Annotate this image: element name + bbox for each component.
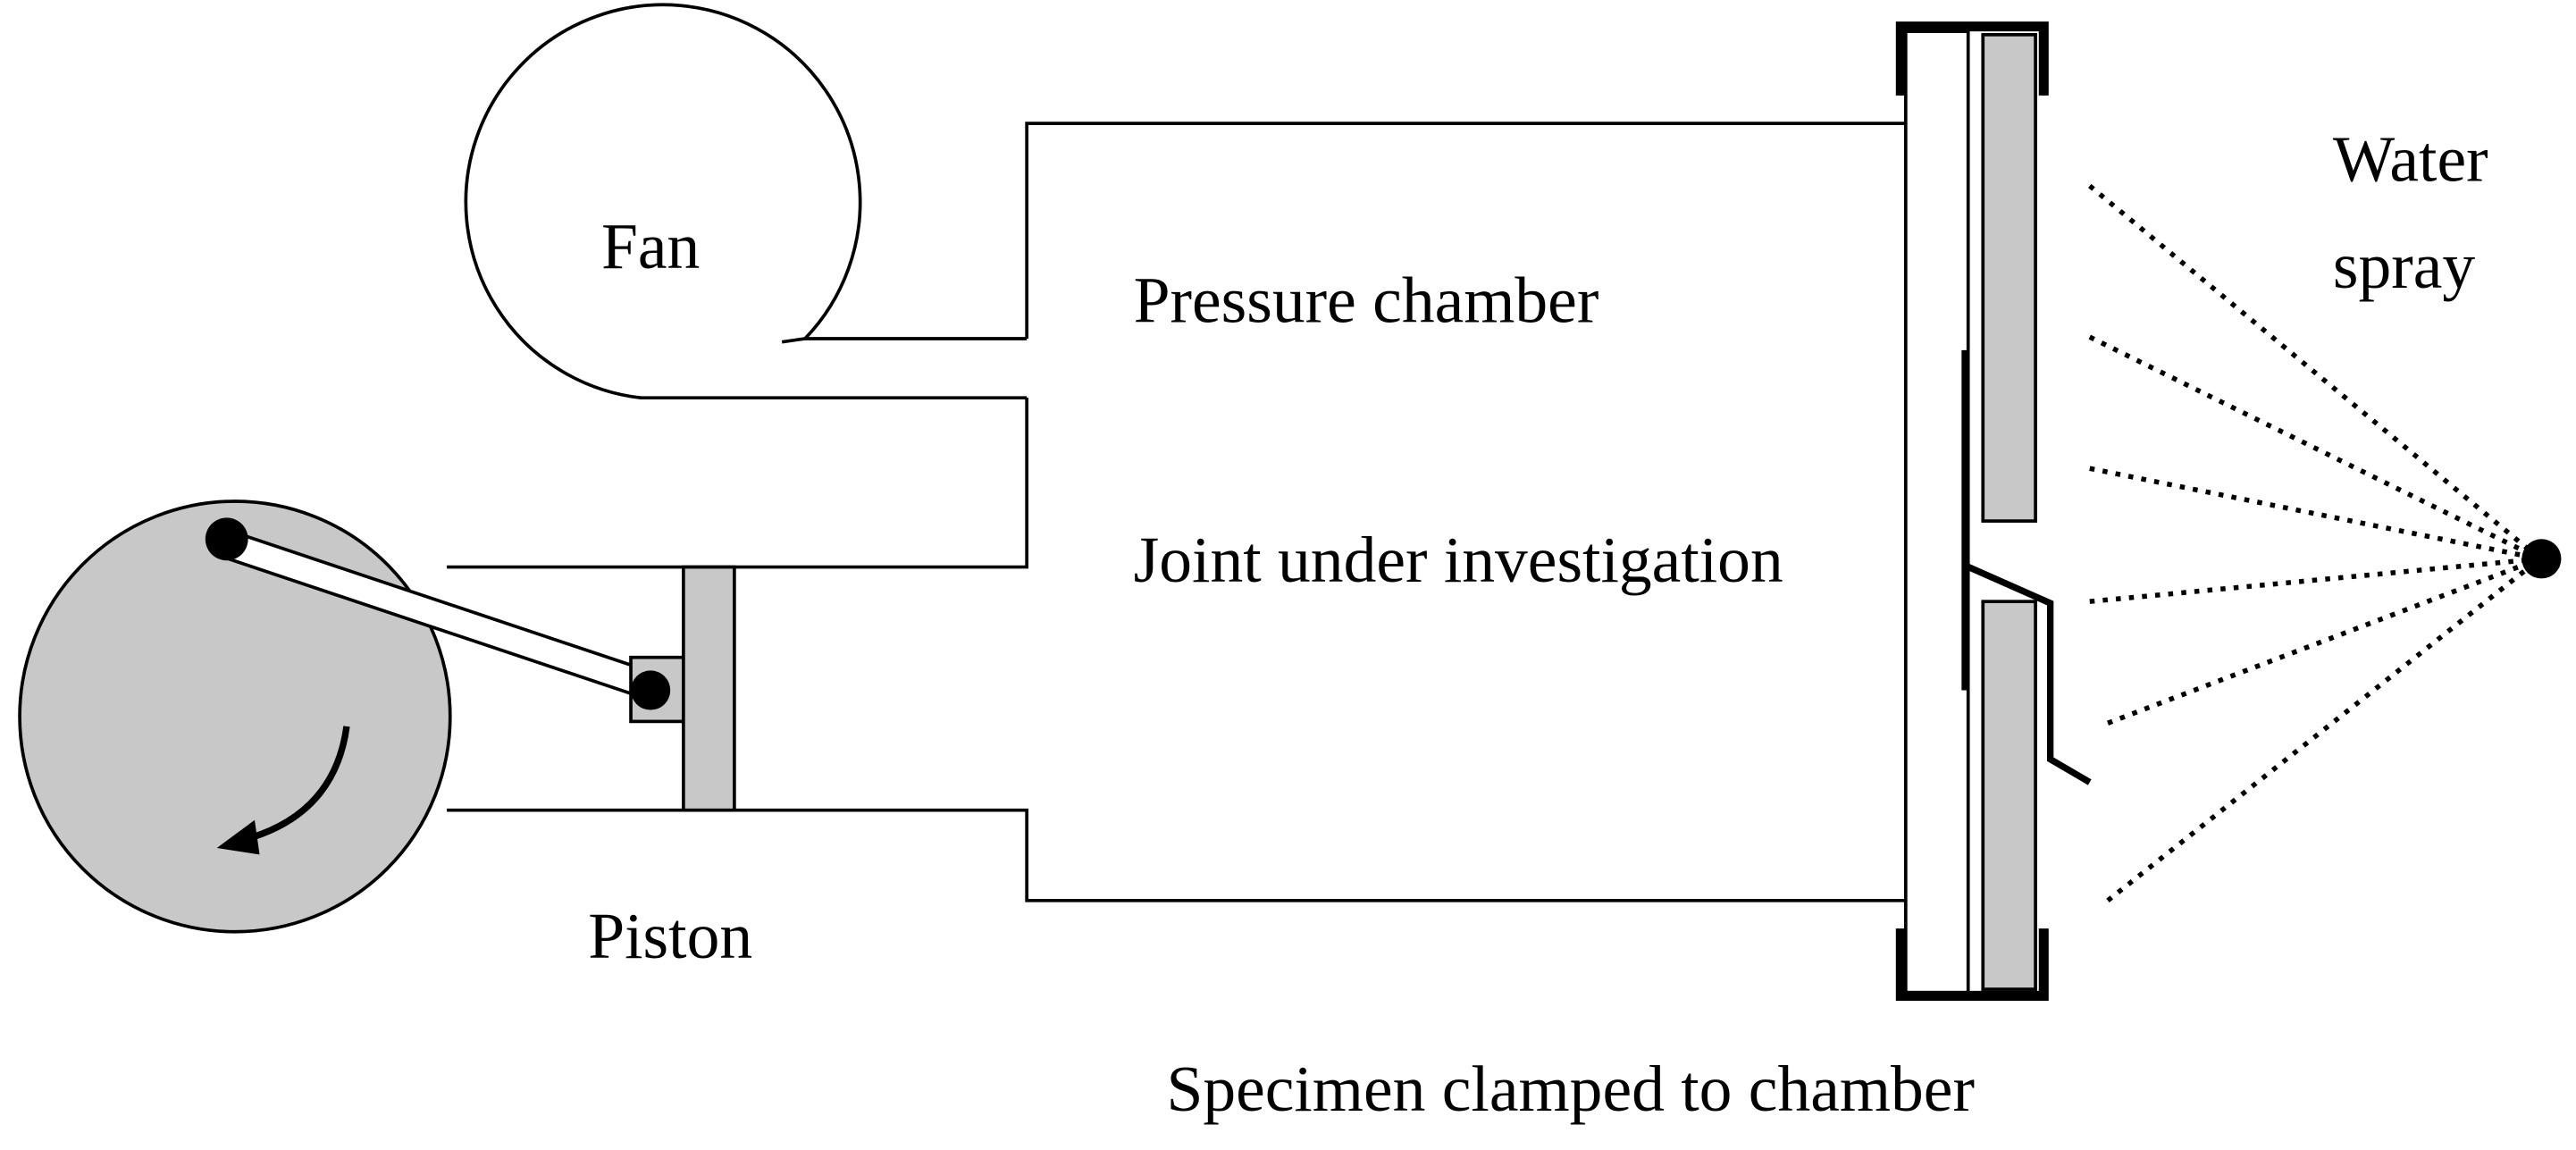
fan-label: Fan [601, 209, 700, 282]
water-spray-label-line2: spray [2333, 229, 2476, 302]
specimen-label: Specimen clamped to chamber [1166, 1052, 1974, 1125]
spray-nozzle-icon [2521, 539, 2562, 579]
water-spray [2088, 183, 2542, 902]
specimen-panel-lower [1981, 600, 2037, 991]
specimen-panel-upper [1981, 33, 2037, 523]
clamp-top [1895, 21, 2049, 96]
joint-label: Joint under investigation [1134, 523, 1783, 596]
spray-line [2089, 466, 2541, 562]
joint-profile [1963, 562, 2092, 785]
pressure-chamber [447, 122, 1906, 902]
rotation-arrow-icon [248, 726, 350, 842]
spray-line [2106, 557, 2542, 902]
crank-pin [205, 517, 248, 561]
clamp-bottom [1895, 928, 2049, 1001]
rotation-arrowhead-icon [216, 819, 260, 855]
pressure-chamber-label: Pressure chamber [1134, 264, 1599, 337]
crank-wheel [18, 499, 452, 934]
crank-mechanism [18, 499, 685, 934]
spray-line [2088, 334, 2541, 561]
piston-label: Piston [588, 899, 752, 972]
spray-line [2088, 183, 2542, 561]
specimen-assembly [1895, 21, 2092, 1001]
piston [682, 565, 736, 812]
piston-pin [631, 670, 671, 710]
water-spray-label-line1: Water [2333, 122, 2488, 195]
specimen-frame [1903, 29, 1970, 995]
fan-housing [464, 3, 1028, 400]
spray-line [2089, 556, 2540, 604]
spray-line [2107, 556, 2541, 726]
